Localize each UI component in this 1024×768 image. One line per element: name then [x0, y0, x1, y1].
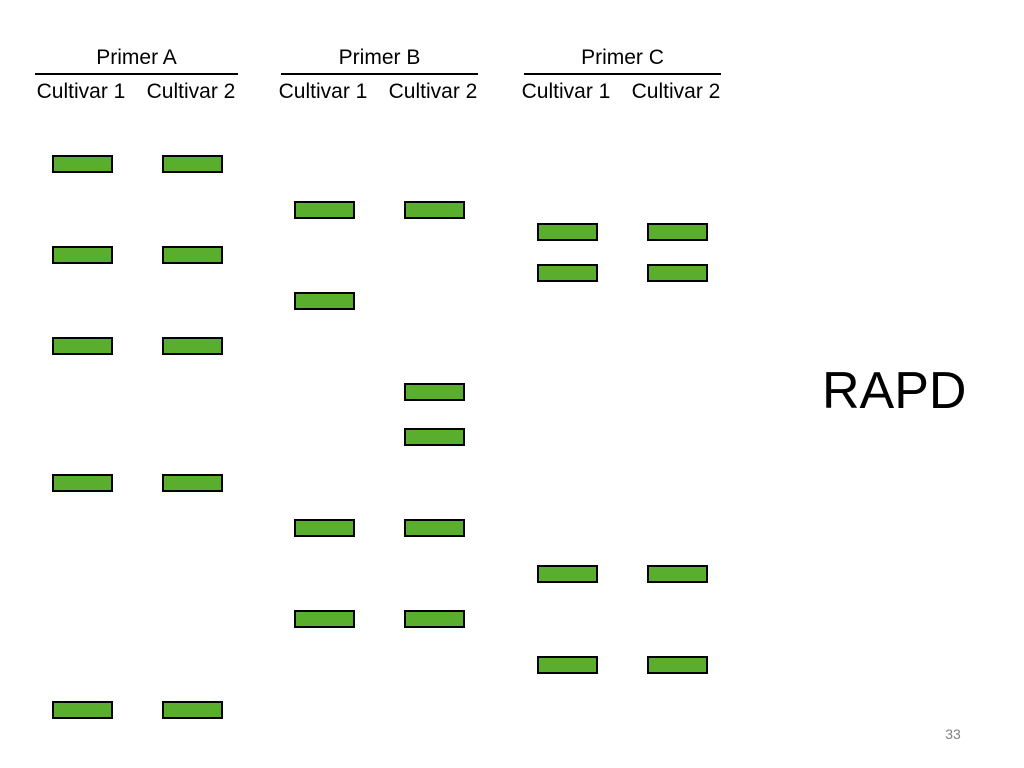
band-primer-a-cultivar-2-1	[162, 155, 223, 173]
primer-c-underline	[524, 73, 721, 75]
primer-a-title: Primer A	[96, 46, 177, 69]
band-primer-a-cultivar-1-5	[52, 701, 113, 719]
band-primer-b-cultivar-2-4	[404, 519, 465, 537]
primer-a-group: Primer A Cultivar 1 Cultivar 2	[35, 42, 238, 112]
primer-c-title: Primer C	[581, 46, 664, 69]
band-primer-b-cultivar-2-3	[404, 428, 465, 446]
band-primer-c-cultivar-1-4	[537, 656, 598, 674]
primer-b-underline	[281, 73, 478, 75]
band-primer-c-cultivar-2-2	[647, 264, 708, 282]
band-primer-a-cultivar-2-3	[162, 337, 223, 355]
band-primer-b-cultivar-2-1	[404, 201, 465, 219]
band-primer-c-cultivar-2-1	[647, 223, 708, 241]
band-primer-a-cultivar-1-1	[52, 155, 113, 173]
primer-a-underline	[35, 73, 238, 75]
primer-b-title: Primer B	[338, 46, 421, 69]
primer-c-group: Primer C Cultivar 1 Cultivar 2	[522, 42, 721, 112]
band-primer-b-cultivar-2-5	[404, 610, 465, 628]
slide-number: 33	[945, 726, 961, 742]
band-primer-b-cultivar-1-2	[294, 292, 355, 310]
primer-a-lane-2-label: Cultivar 2	[146, 80, 236, 103]
band-primer-c-cultivar-1-1	[537, 223, 598, 241]
band-primer-b-cultivar-1-4	[294, 610, 355, 628]
band-primer-a-cultivar-2-5	[162, 701, 223, 719]
primer-b-lane-2-label: Cultivar 2	[388, 80, 478, 103]
primer-b-group: Primer B Cultivar 1 Cultivar 2	[279, 42, 478, 112]
band-primer-b-cultivar-2-2	[404, 383, 465, 401]
band-primer-c-cultivar-1-3	[537, 565, 598, 583]
band-primer-a-cultivar-1-3	[52, 337, 113, 355]
band-primer-a-cultivar-2-4	[162, 474, 223, 492]
primer-c-lane-2-label: Cultivar 2	[631, 80, 721, 103]
primer-b-lane-1-label: Cultivar 1	[278, 80, 368, 103]
band-primer-a-cultivar-1-2	[52, 246, 113, 264]
band-primer-b-cultivar-1-1	[294, 201, 355, 219]
band-primer-c-cultivar-1-2	[537, 264, 598, 282]
band-primer-b-cultivar-1-3	[294, 519, 355, 537]
technique-label: RAPD	[822, 362, 967, 420]
primer-c-lane-1-label: Cultivar 1	[521, 80, 611, 103]
band-primer-c-cultivar-2-4	[647, 656, 708, 674]
band-primer-c-cultivar-2-3	[647, 565, 708, 583]
band-primer-a-cultivar-1-4	[52, 474, 113, 492]
band-primer-a-cultivar-2-2	[162, 246, 223, 264]
primer-a-lane-1-label: Cultivar 1	[36, 80, 126, 103]
